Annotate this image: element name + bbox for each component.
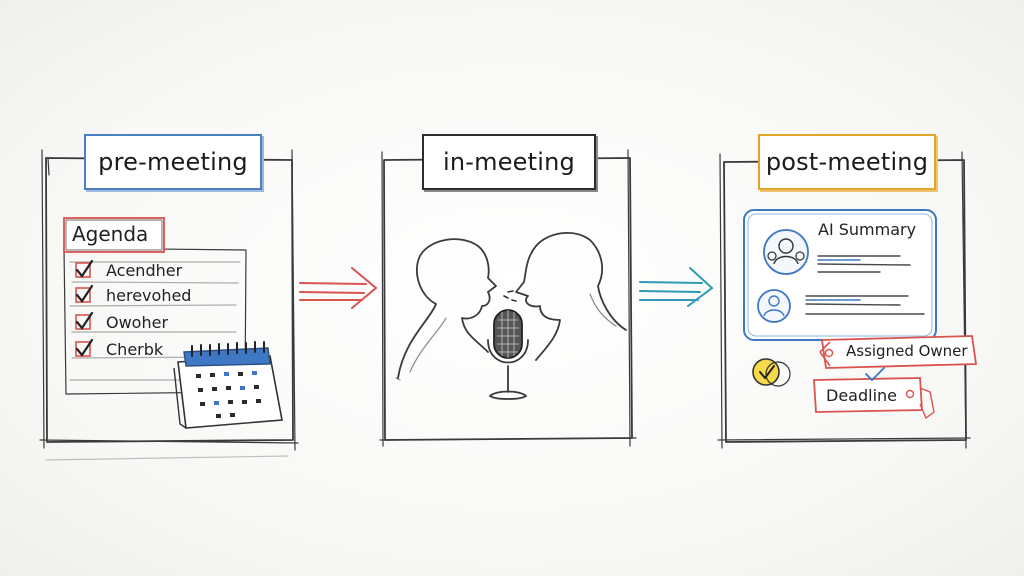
arrow-in-to-post bbox=[639, 267, 714, 307]
panel-in-meeting bbox=[379, 149, 637, 447]
avatar-icon bbox=[763, 229, 809, 275]
agenda-item: Acendher bbox=[106, 261, 183, 280]
checkmark-icon bbox=[865, 367, 885, 382]
stage-title-text: pre-meeting bbox=[98, 148, 248, 176]
stage-title-post-meeting: post-meeting bbox=[758, 134, 936, 190]
agenda-item: herevohed bbox=[106, 286, 192, 305]
agenda-title: Agenda bbox=[72, 222, 149, 246]
checkmark-icon bbox=[752, 358, 791, 387]
avatar-icon bbox=[757, 289, 791, 323]
summary-text-lines bbox=[805, 255, 925, 315]
stage-title-in-meeting: in-meeting bbox=[422, 134, 596, 190]
person-silhouette-icon bbox=[395, 238, 497, 381]
checkbox-icon bbox=[75, 259, 94, 357]
speech-marks bbox=[503, 290, 517, 302]
tag-icon bbox=[813, 377, 935, 420]
stage-title-text: post-meeting bbox=[765, 148, 929, 176]
ai-summary-card bbox=[743, 209, 937, 341]
stage-title-text: in-meeting bbox=[443, 148, 575, 176]
tag-icon bbox=[819, 335, 978, 369]
microphone-icon bbox=[487, 309, 529, 400]
panel-post-meeting bbox=[717, 151, 978, 449]
stage-title-pre-meeting: pre-meeting bbox=[84, 134, 262, 190]
assigned-owner-tag: Assigned Owner bbox=[846, 342, 968, 360]
ai-summary-title: AI Summary bbox=[818, 220, 917, 239]
arrow-pre-to-in bbox=[299, 267, 378, 309]
agenda-item: Owoher bbox=[106, 313, 169, 332]
person-silhouette-icon bbox=[515, 232, 627, 361]
panel-pre-meeting bbox=[39, 149, 299, 461]
agenda-item: Cherbk bbox=[106, 340, 164, 359]
agenda-sheet bbox=[63, 217, 247, 395]
calendar-icon bbox=[173, 341, 283, 429]
deadline-tag: Deadline bbox=[826, 386, 897, 405]
